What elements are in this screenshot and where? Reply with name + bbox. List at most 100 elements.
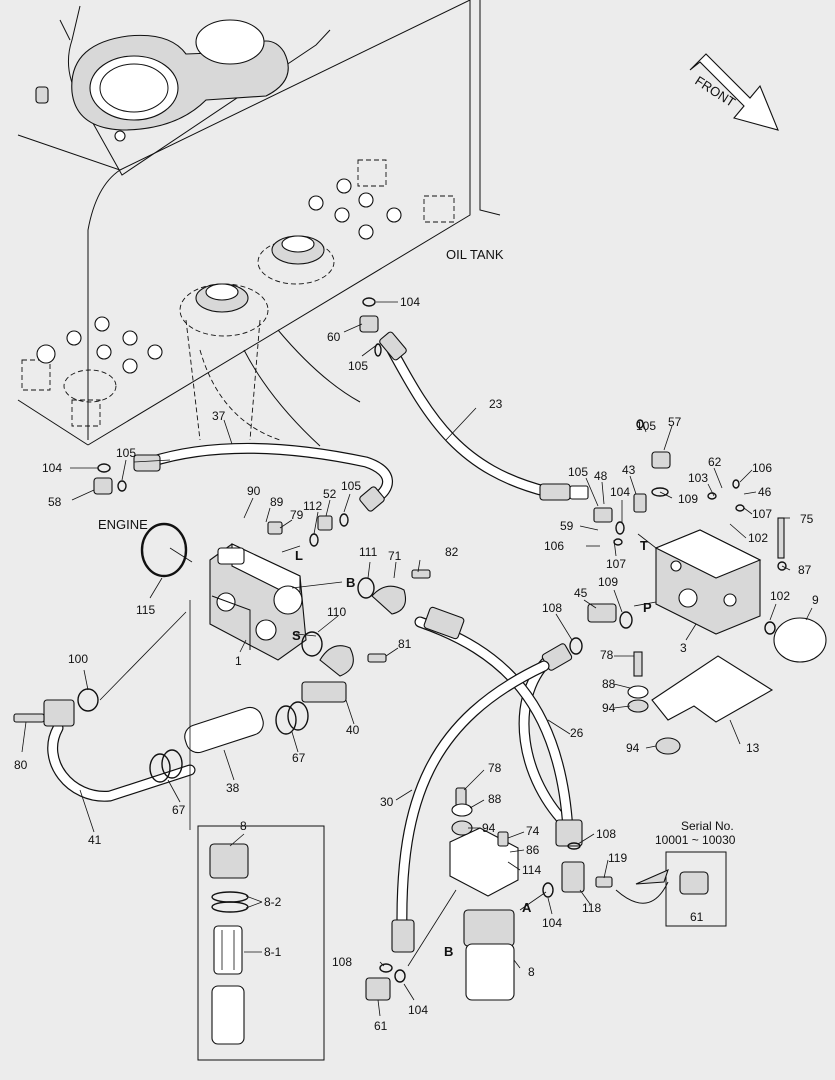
callout-43: 43 bbox=[622, 463, 636, 477]
callout-105: 105 bbox=[116, 446, 136, 460]
callout-58: 58 bbox=[48, 495, 62, 509]
port-a-label: A bbox=[522, 900, 532, 915]
callout-110: 110 bbox=[327, 605, 346, 619]
hose-23 bbox=[379, 331, 589, 501]
pump-1 bbox=[209, 543, 307, 661]
callout-94: 94 bbox=[482, 821, 496, 835]
filter-8 bbox=[449, 787, 585, 1001]
callout-67: 67 bbox=[172, 803, 186, 817]
callout-104: 104 bbox=[408, 1003, 428, 1017]
callout-8: 8 bbox=[528, 965, 535, 979]
callout-87: 87 bbox=[798, 563, 812, 577]
callout-107: 107 bbox=[752, 507, 772, 521]
o-rings bbox=[77, 297, 787, 983]
port-b-filter-label: B bbox=[444, 944, 453, 959]
callout-105: 105 bbox=[348, 359, 368, 373]
callout-59: 59 bbox=[560, 519, 574, 533]
hose-26 bbox=[414, 606, 583, 847]
serial-inset: Serial No. 10001 ~ 10030 bbox=[615, 819, 736, 927]
callout-52: 52 bbox=[323, 487, 337, 501]
callout-78: 78 bbox=[600, 648, 614, 662]
callout-118: 118 bbox=[582, 901, 601, 915]
callout-89: 89 bbox=[270, 495, 284, 509]
callout-112: 112 bbox=[303, 499, 322, 513]
callout-60: 60 bbox=[327, 330, 341, 344]
callout-40: 40 bbox=[346, 723, 360, 737]
callout-108: 108 bbox=[332, 955, 352, 969]
callout-111: 111 bbox=[359, 545, 378, 559]
filter-inset-box bbox=[197, 825, 325, 1061]
callout-88: 88 bbox=[488, 792, 502, 806]
callout-109: 109 bbox=[598, 575, 618, 589]
callout-23: 23 bbox=[489, 397, 503, 411]
engine-label: ENGINE bbox=[98, 517, 148, 532]
callout-8-2: 8-2 bbox=[264, 895, 282, 909]
pipe-41 bbox=[43, 699, 196, 802]
callout-79: 79 bbox=[290, 508, 304, 522]
callout-119: 119 bbox=[608, 851, 627, 865]
callout-9: 9 bbox=[812, 593, 819, 607]
callout-115: 115 bbox=[136, 603, 155, 617]
callout-78: 78 bbox=[488, 761, 502, 775]
tank-top-port bbox=[89, 55, 179, 121]
callout-62: 62 bbox=[708, 455, 722, 469]
callout-94: 94 bbox=[602, 701, 616, 715]
callout-8-1: 8-1 bbox=[264, 945, 282, 959]
callout-105: 105 bbox=[636, 419, 656, 433]
callout-80: 80 bbox=[14, 758, 28, 772]
bracket-13 bbox=[627, 517, 785, 755]
callout-82: 82 bbox=[445, 545, 459, 559]
callout-109: 109 bbox=[678, 492, 698, 506]
callout-104: 104 bbox=[42, 461, 62, 475]
callout-67: 67 bbox=[292, 751, 306, 765]
callout-71: 71 bbox=[388, 549, 402, 563]
callout-94: 94 bbox=[626, 741, 640, 755]
callout-106: 106 bbox=[752, 461, 772, 475]
callout-3: 3 bbox=[680, 641, 687, 655]
callout-61: 61 bbox=[374, 1019, 388, 1033]
port-t-label: T bbox=[640, 538, 648, 553]
callout-8: 8 bbox=[240, 819, 247, 833]
callout-38: 38 bbox=[226, 781, 240, 795]
callout-114: 114 bbox=[522, 863, 541, 877]
callout-numbers: 104 60 105 23 37 104 105 58 90 89 79 52 … bbox=[14, 295, 819, 1033]
callout-46: 46 bbox=[758, 485, 772, 499]
callout-100: 100 bbox=[68, 652, 88, 666]
port-b-label: B bbox=[346, 575, 355, 590]
callout-105: 105 bbox=[341, 479, 361, 493]
hose-37 bbox=[133, 442, 393, 512]
callout-88: 88 bbox=[602, 677, 616, 691]
callout-45: 45 bbox=[574, 586, 588, 600]
serial-range: 10001 ~ 10030 bbox=[655, 833, 736, 847]
callout-104: 104 bbox=[542, 916, 562, 930]
callout-30: 30 bbox=[380, 795, 394, 809]
callout-81: 81 bbox=[398, 637, 412, 651]
callout-61: 61 bbox=[690, 910, 704, 924]
callout-41: 41 bbox=[88, 833, 102, 847]
callout-104: 104 bbox=[400, 295, 420, 309]
callout-103: 103 bbox=[688, 471, 708, 485]
callout-26: 26 bbox=[570, 726, 584, 740]
callout-106: 106 bbox=[544, 539, 564, 553]
port-s-label: S bbox=[292, 628, 301, 643]
callout-13: 13 bbox=[746, 741, 760, 755]
callout-37: 37 bbox=[212, 409, 226, 423]
port-labels: L B S T P A B bbox=[292, 538, 652, 959]
tank-bolts bbox=[36, 178, 402, 374]
oil-tank-label: OIL TANK bbox=[446, 247, 504, 262]
callout-107: 107 bbox=[606, 557, 626, 571]
callout-48: 48 bbox=[594, 469, 608, 483]
callout-104: 104 bbox=[610, 485, 630, 499]
port-l-label: L bbox=[295, 548, 303, 563]
callout-75: 75 bbox=[800, 512, 814, 526]
callout-108: 108 bbox=[542, 601, 562, 615]
callout-74: 74 bbox=[526, 824, 540, 838]
callout-102: 102 bbox=[748, 531, 768, 545]
port-p-label: P bbox=[643, 600, 652, 615]
pipe-38-clamps bbox=[149, 701, 309, 783]
hose-30 bbox=[391, 660, 550, 953]
engine-ring: ENGINE bbox=[98, 517, 188, 578]
callout-86: 86 bbox=[526, 843, 540, 857]
callout-105: 105 bbox=[568, 465, 588, 479]
